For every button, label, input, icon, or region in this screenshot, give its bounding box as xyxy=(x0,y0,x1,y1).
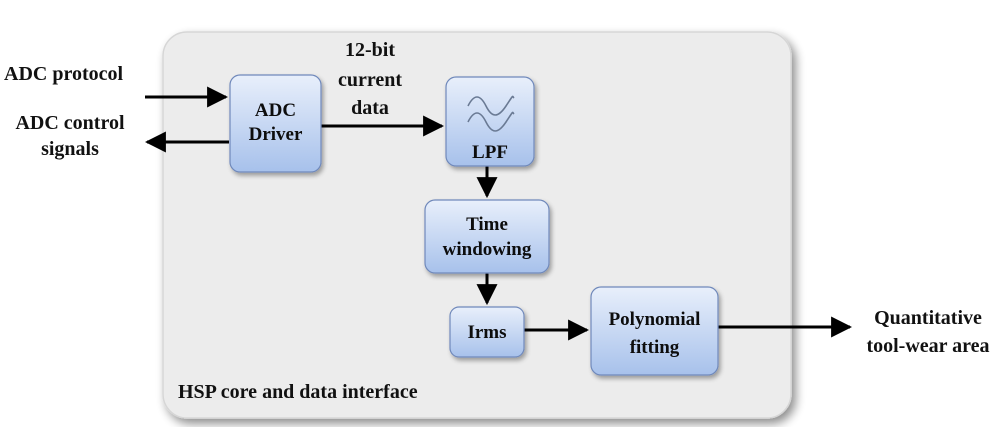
lpf-label: LPF xyxy=(472,142,508,163)
output-label-line1: Quantitative xyxy=(874,307,982,329)
irms-block: Irms xyxy=(449,306,525,358)
bus-label-line1: 12-bit xyxy=(345,39,395,61)
connectors xyxy=(144,86,853,341)
adc-driver-line1: ADC xyxy=(255,100,296,121)
adc-control-label-line2: signals xyxy=(41,138,99,160)
adc-protocol-label: ADC protocol xyxy=(4,63,124,85)
lpf-block: LPF xyxy=(445,76,535,167)
bus-label-line3: data xyxy=(351,97,389,119)
sine-waves-icon xyxy=(467,95,515,132)
adc-driver-line2: Driver xyxy=(249,124,303,145)
polynomial-fitting-block: Polynomial fitting xyxy=(590,286,719,376)
bus-label-line2: current xyxy=(338,69,402,91)
time-windowing-block: Time windowing xyxy=(424,199,550,274)
output-label-line2: tool-wear area xyxy=(866,335,989,357)
polynomial-fitting-line1: Polynomial xyxy=(609,309,701,330)
adc-control-label-line1: ADC control xyxy=(15,112,125,134)
polynomial-fitting-line2: fitting xyxy=(630,337,680,358)
core-label: HSP core and data interface xyxy=(178,381,418,403)
time-windowing-line1: Time xyxy=(466,214,508,235)
time-windowing-line2: windowing xyxy=(443,239,532,260)
external-labels: ADC protocol ADC control signals 12-bit … xyxy=(4,39,990,357)
irms-label: Irms xyxy=(467,322,506,343)
adc-driver-block: ADC Driver xyxy=(229,74,322,173)
